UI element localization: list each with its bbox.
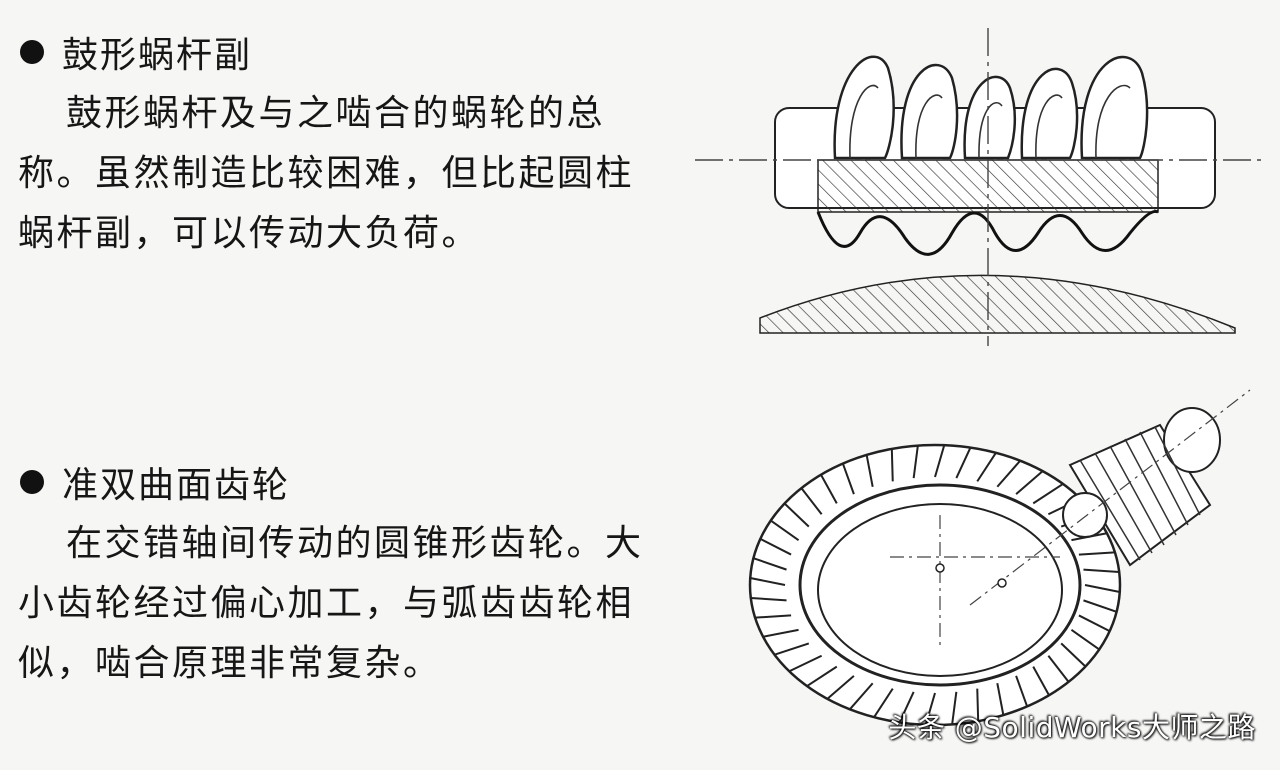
gear-tooth-line [1070, 629, 1100, 651]
gear-tooth-line [759, 538, 792, 556]
heading-text: 鼓形蜗杆副 [62, 35, 253, 76]
globoid-worm-illustration [695, 28, 1265, 346]
gear-tooth-line [1083, 599, 1117, 613]
gear-tooth-line [1084, 584, 1120, 593]
gear-tooth-line [865, 454, 874, 487]
gear-tooth-line [951, 691, 958, 725]
gear-tooth-line [1032, 483, 1064, 505]
gear-tooth-line [770, 519, 800, 541]
section-globoid-worm: 鼓形蜗杆副 鼓形蜗杆及与之啮合的蜗轮的总称。虽然制造比较困难，但比起圆柱蜗杆副，… [18, 26, 678, 264]
gear-tooth-line [826, 675, 855, 700]
gear-tooth-line [841, 463, 855, 495]
gear-tooth-line [924, 692, 936, 726]
gear-tooth-line [873, 688, 894, 718]
gear-tooth-line [934, 444, 946, 478]
gear-tooth-line [788, 654, 823, 673]
gear-tooth-line [898, 691, 915, 723]
gear-tooth-line [1047, 655, 1070, 683]
gear-tooth-line [1032, 666, 1050, 696]
gear-tooth-line [753, 557, 787, 571]
gear-tooth-line [762, 628, 799, 638]
gear-tooth-line [976, 452, 997, 482]
bullet-icon [20, 470, 44, 494]
gear-tooth-line [750, 577, 786, 586]
gear-tooth-line [1060, 642, 1087, 668]
gear-tooth-line [1078, 551, 1115, 556]
section-body: 鼓形蜗杆及与之啮合的蜗轮的总称。虽然制造比较困难，但比起圆柱蜗杆副，可以传动大负… [18, 93, 635, 254]
section-heading: 准双曲面齿轮 [18, 456, 678, 508]
gear-tooth-line [976, 688, 980, 722]
gear-tooth-line [996, 460, 1021, 488]
gear-tooth-line [750, 596, 787, 602]
gear-tooth-line [912, 445, 919, 479]
gear-tooth-line [806, 665, 838, 687]
gear-tooth-line [1083, 568, 1120, 574]
watermark-text: 头条 @SolidWorks大师之路 [888, 711, 1256, 744]
gear-tooth-line [820, 474, 838, 504]
heading-text: 准双曲面齿轮 [62, 465, 291, 506]
gear-tooth-line [955, 447, 972, 479]
gear-tooth-line [774, 642, 810, 656]
gear-tooth-line [755, 614, 792, 619]
gear-tooth-line [800, 487, 823, 515]
bullet-icon [20, 40, 44, 64]
gear-tooth-line [890, 448, 894, 482]
gear-tooth-line [783, 502, 810, 528]
section-heading: 鼓形蜗杆副 [18, 26, 678, 78]
gear-tooth-line [849, 682, 874, 710]
section-body: 在交错轴间传动的圆锥形齿轮。大小齿轮经过偏心加工，与弧齿齿轮相似，啮合原理非常复… [18, 523, 644, 684]
gear-tooth-line [1015, 675, 1029, 707]
gear-tooth-line [996, 683, 1005, 716]
gear-tooth-line [1078, 614, 1111, 632]
hypoid-gear-illustration [748, 389, 1251, 727]
section-hypoid-gear: 准双曲面齿轮 在交错轴间传动的圆锥形齿轮。大小齿轮经过偏心加工，与弧齿齿轮相似，… [18, 456, 678, 694]
gear-tooth-line [1015, 470, 1044, 495]
